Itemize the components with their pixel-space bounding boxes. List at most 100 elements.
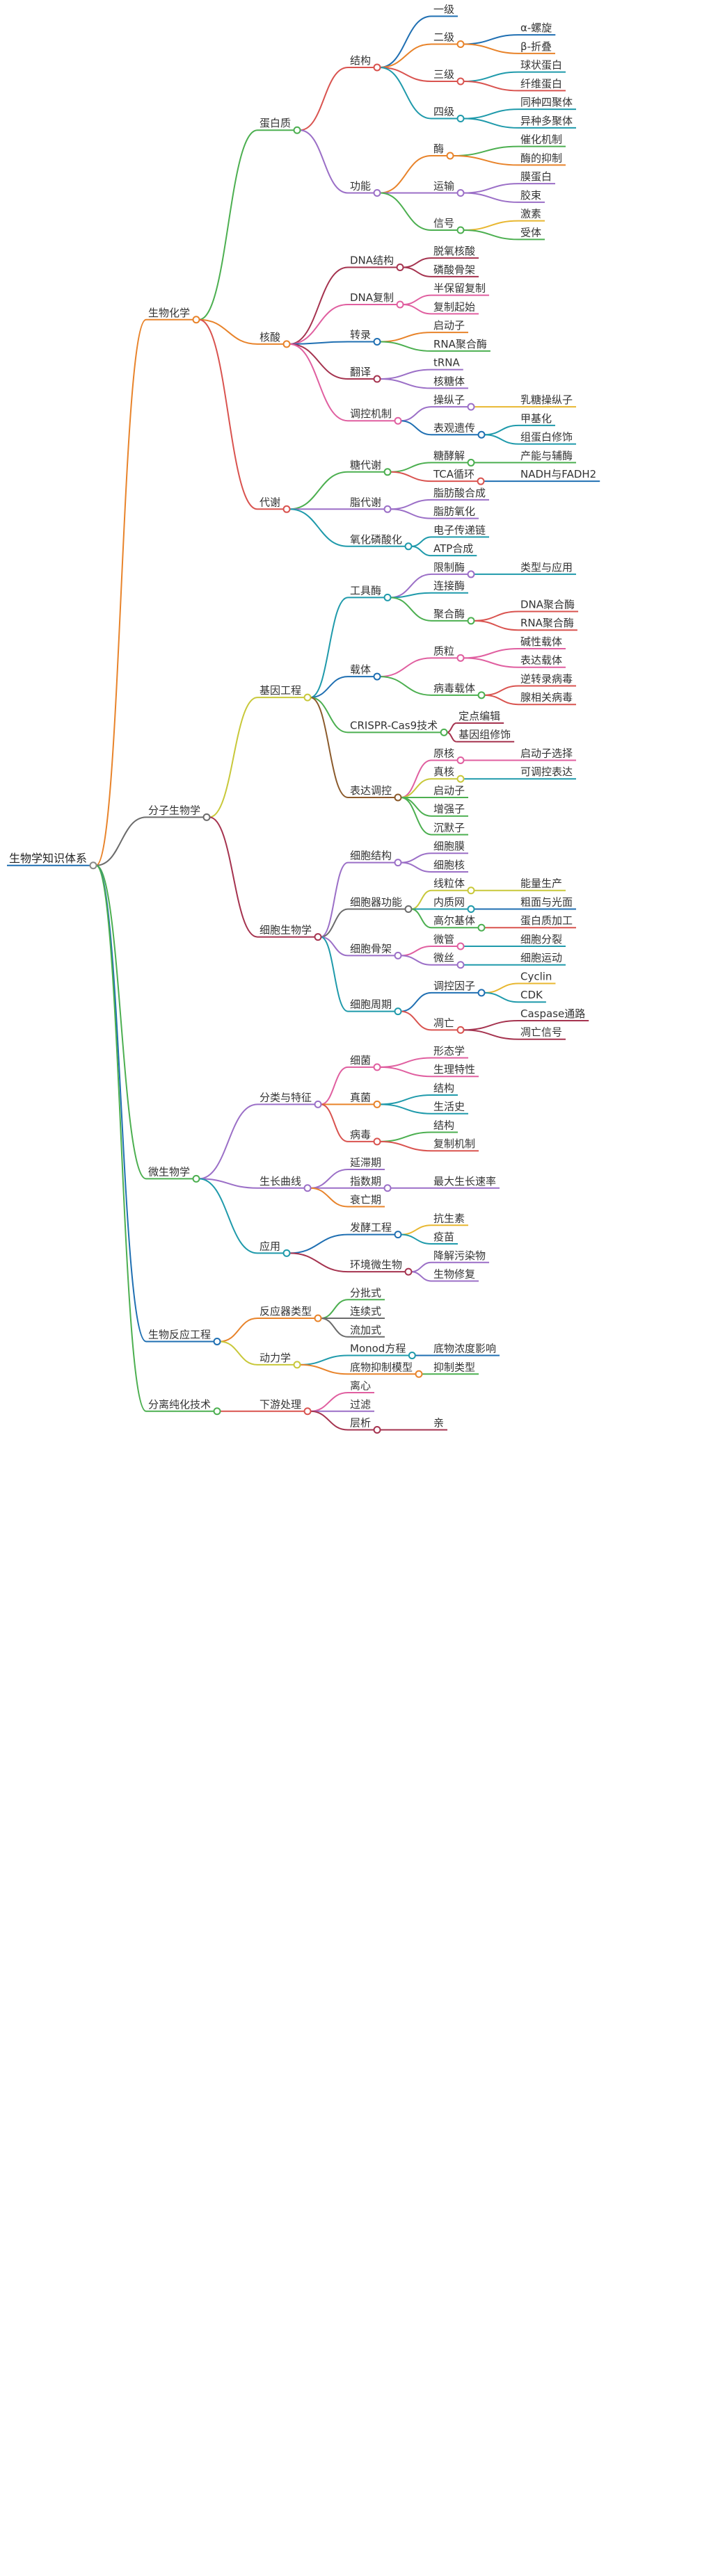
collapse-toggle-icon[interactable] xyxy=(456,1026,465,1034)
node-rna聚合酶[interactable]: RNA聚合酶 xyxy=(518,617,577,631)
node-内质网[interactable]: 内质网 xyxy=(431,896,475,913)
collapse-toggle-icon[interactable] xyxy=(467,403,475,411)
collapse-toggle-icon[interactable] xyxy=(477,923,486,932)
collapse-toggle-icon[interactable] xyxy=(404,542,413,551)
node-dna结构[interactable]: DNA结构 xyxy=(348,254,404,272)
collapse-toggle-icon[interactable] xyxy=(373,1063,381,1071)
node-层析[interactable]: 层析 xyxy=(348,1417,381,1434)
collapse-toggle-icon[interactable] xyxy=(373,189,381,197)
collapse-toggle-icon[interactable] xyxy=(202,813,211,821)
collapse-toggle-icon[interactable] xyxy=(282,505,291,513)
node-糖代谢[interactable]: 糖代谢 xyxy=(348,459,392,476)
node-分离纯化技术[interactable]: 分离纯化技术 xyxy=(146,1398,221,1416)
collapse-toggle-icon[interactable] xyxy=(415,1370,423,1378)
collapse-toggle-icon[interactable] xyxy=(456,77,465,86)
node-原核[interactable]: 原核 xyxy=(431,747,465,764)
node-结构[interactable]: 结构 xyxy=(431,1119,458,1133)
node-形态学[interactable]: 形态学 xyxy=(431,1044,469,1059)
node-可调控表达[interactable]: 可调控表达 xyxy=(518,765,577,780)
node-蛋白质[interactable]: 蛋白质 xyxy=(257,117,301,134)
node-球状蛋白[interactable]: 球状蛋白 xyxy=(518,59,566,73)
node-病毒载体[interactable]: 病毒载体 xyxy=(431,682,486,699)
node-分批式[interactable]: 分批式 xyxy=(348,1286,385,1301)
node-磷酸骨架[interactable]: 磷酸骨架 xyxy=(431,264,479,277)
collapse-toggle-icon[interactable] xyxy=(373,338,381,346)
collapse-toggle-icon[interactable] xyxy=(456,756,465,764)
node-表观遗传[interactable]: 表观遗传 xyxy=(431,421,486,439)
node-脱氧核酸[interactable]: 脱氧核酸 xyxy=(431,245,479,259)
node-细胞周期[interactable]: 细胞周期 xyxy=(348,998,402,1016)
node-转录[interactable]: 转录 xyxy=(348,329,381,346)
node-四级[interactable]: 四级 xyxy=(431,106,465,123)
node-操纵子[interactable]: 操纵子 xyxy=(431,394,475,411)
node-结构[interactable]: 结构 xyxy=(348,54,381,72)
node-crispr-cas9技术[interactable]: CRISPR-Cas9技术 xyxy=(348,719,448,736)
node-糖酵解[interactable]: 糖酵解 xyxy=(431,449,475,467)
node-延滞期[interactable]: 延滞期 xyxy=(348,1156,385,1171)
node-脂肪氧化[interactable]: 脂肪氧化 xyxy=(431,505,479,519)
node-质粒[interactable]: 质粒 xyxy=(431,645,465,662)
node-胶束[interactable]: 胶束 xyxy=(518,189,545,203)
node-dna复制[interactable]: DNA复制 xyxy=(348,291,404,309)
node-微生物学[interactable]: 微生物学 xyxy=(146,1165,200,1183)
node-亲[interactable]: 亲 xyxy=(431,1417,448,1431)
collapse-toggle-icon[interactable] xyxy=(408,1352,416,1360)
node-分类与特征[interactable]: 分类与特征 xyxy=(257,1091,322,1108)
collapse-toggle-icon[interactable] xyxy=(383,505,392,513)
collapse-toggle-icon[interactable] xyxy=(314,1314,322,1322)
node-膜蛋白[interactable]: 膜蛋白 xyxy=(518,170,556,185)
node-trna[interactable]: tRNA xyxy=(431,357,463,371)
collapse-toggle-icon[interactable] xyxy=(373,1426,381,1434)
node-氧化磷酸化[interactable]: 氧化磷酸化 xyxy=(348,533,413,551)
node-发酵工程[interactable]: 发酵工程 xyxy=(348,1222,402,1239)
node-流加式[interactable]: 流加式 xyxy=(348,1324,385,1338)
node-产能与辅酶[interactable]: 产能与辅酶 xyxy=(518,449,577,464)
collapse-toggle-icon[interactable] xyxy=(213,1337,221,1345)
node-功能[interactable]: 功能 xyxy=(348,180,381,197)
collapse-toggle-icon[interactable] xyxy=(394,859,402,867)
node-电子传递链[interactable]: 电子传递链 xyxy=(431,524,490,538)
node-聚合酶[interactable]: 聚合酶 xyxy=(431,608,475,625)
node-生物修复[interactable]: 生物修复 xyxy=(431,1268,479,1282)
collapse-toggle-icon[interactable] xyxy=(303,693,312,702)
collapse-toggle-icon[interactable] xyxy=(456,942,465,950)
node-指数期[interactable]: 指数期 xyxy=(348,1175,392,1192)
node-催化机制[interactable]: 催化机制 xyxy=(518,133,566,147)
node-底物浓度影响[interactable]: 底物浓度影响 xyxy=(431,1343,500,1356)
node-复制机制[interactable]: 复制机制 xyxy=(431,1137,479,1152)
node-离心[interactable]: 离心 xyxy=(348,1379,375,1394)
node-反应器类型[interactable]: 反应器类型 xyxy=(257,1305,322,1322)
node-生物化学[interactable]: 生物化学 xyxy=(146,307,200,324)
node-异种多聚体[interactable]: 异种多聚体 xyxy=(518,115,577,129)
node-过滤[interactable]: 过滤 xyxy=(348,1398,375,1412)
node-凋亡信号[interactable]: 凋亡信号 xyxy=(518,1026,566,1040)
node-atp合成[interactable]: ATP合成 xyxy=(431,542,477,557)
node-分子生物学[interactable]: 分子生物学 xyxy=(146,804,211,821)
node-代谢[interactable]: 代谢 xyxy=(257,496,291,513)
collapse-toggle-icon[interactable] xyxy=(282,340,291,348)
node-caspase通路[interactable]: Caspase通路 xyxy=(518,1007,589,1021)
node-真菌[interactable]: 真菌 xyxy=(348,1091,381,1108)
collapse-toggle-icon[interactable] xyxy=(373,1137,381,1146)
node-细胞器功能[interactable]: 细胞器功能 xyxy=(348,896,413,913)
node-蛋白质加工[interactable]: 蛋白质加工 xyxy=(518,914,577,929)
node-抗生素[interactable]: 抗生素 xyxy=(431,1212,469,1226)
collapse-toggle-icon[interactable] xyxy=(394,1231,402,1239)
node-二级[interactable]: 二级 xyxy=(431,31,465,49)
node-基因工程[interactable]: 基因工程 xyxy=(257,684,312,702)
node-疫苗[interactable]: 疫苗 xyxy=(431,1231,458,1245)
node-粗面与光面[interactable]: 粗面与光面 xyxy=(518,896,577,910)
node-表达载体[interactable]: 表达载体 xyxy=(518,654,566,668)
node-组蛋白修饰[interactable]: 组蛋白修饰 xyxy=(518,431,577,445)
collapse-toggle-icon[interactable] xyxy=(396,264,404,272)
node-连续式[interactable]: 连续式 xyxy=(348,1305,385,1320)
node-微丝[interactable]: 微丝 xyxy=(431,952,465,969)
collapse-toggle-icon[interactable] xyxy=(192,1174,200,1183)
node-细胞结构[interactable]: 细胞结构 xyxy=(348,850,402,867)
node-结构[interactable]: 结构 xyxy=(431,1082,458,1096)
node-抑制类型[interactable]: 抑制类型 xyxy=(431,1361,479,1375)
node-限制酶[interactable]: 限制酶 xyxy=(431,561,475,578)
node-微管[interactable]: 微管 xyxy=(431,933,465,950)
collapse-toggle-icon[interactable] xyxy=(89,861,97,870)
collapse-toggle-icon[interactable] xyxy=(467,905,475,913)
